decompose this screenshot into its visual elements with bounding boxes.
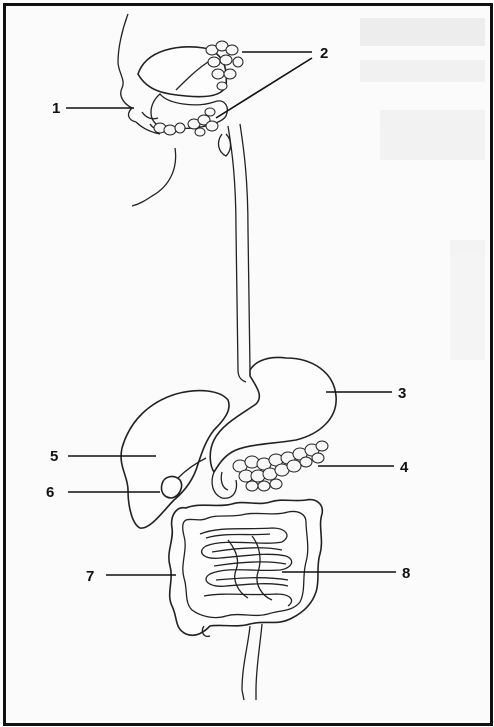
label-4: 4: [400, 459, 409, 476]
label-3: 3: [398, 385, 406, 402]
duodenum: [212, 472, 236, 498]
label-8: 8: [402, 565, 410, 582]
label-1: 1: [52, 100, 60, 117]
sublingual-gland: [154, 123, 185, 135]
label-5: 5: [50, 448, 58, 465]
label-2: 2: [320, 45, 328, 62]
bleed-through-text: [360, 18, 485, 360]
head-outline: [118, 14, 176, 206]
submandibular-gland: [188, 108, 218, 136]
label-7: 7: [86, 568, 94, 585]
epiglottis: [219, 134, 231, 156]
label-6: 6: [46, 484, 54, 501]
esophagus: [228, 124, 250, 382]
rectum: [242, 624, 262, 700]
pancreas: [233, 441, 328, 491]
gall-bladder: [161, 477, 181, 498]
